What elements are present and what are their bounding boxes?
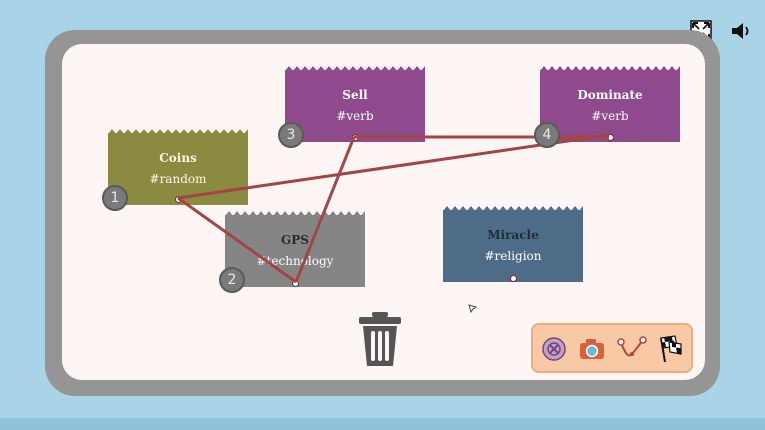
link-anchor[interactable] xyxy=(352,134,359,141)
sound-button[interactable] xyxy=(729,18,755,44)
card-torn-edge xyxy=(540,66,680,71)
card-word: Sell xyxy=(342,88,368,102)
card-torn-edge xyxy=(443,206,583,211)
card-word: Coins xyxy=(159,151,197,165)
card-word: Miracle xyxy=(487,228,539,242)
card-tag: #random xyxy=(149,172,207,186)
sequence-badge-1: 1 xyxy=(102,185,128,211)
card-tag: #verb xyxy=(336,109,374,123)
speaker-icon xyxy=(732,23,749,39)
connect-icon xyxy=(617,336,647,357)
link-anchor[interactable] xyxy=(607,134,614,141)
card-torn-edge xyxy=(285,66,425,71)
bottom-strip xyxy=(0,418,765,430)
card-tag: #technology xyxy=(256,254,334,268)
card-coins[interactable]: Coins #random xyxy=(108,129,248,205)
sequence-badge-4: 4 xyxy=(534,122,560,148)
finish-flag-icon xyxy=(660,335,682,363)
camera-icon xyxy=(580,339,604,359)
connect-button[interactable] xyxy=(617,334,647,364)
finish-button[interactable] xyxy=(655,334,685,364)
reset-button[interactable] xyxy=(539,334,569,364)
card-torn-edge xyxy=(108,129,248,134)
card-dominate[interactable]: Dominate #verb xyxy=(540,66,680,142)
reset-icon xyxy=(542,337,566,361)
card-word: Dominate xyxy=(577,88,643,102)
card-miracle[interactable]: Miracle #religion xyxy=(443,206,583,282)
sequence-badge-3: 3 xyxy=(278,122,304,148)
screenshot-button[interactable] xyxy=(577,334,607,364)
card-tag: #verb xyxy=(591,109,629,123)
link-anchor[interactable] xyxy=(175,196,182,203)
sequence-badge-2: 2 xyxy=(219,267,245,293)
trash-can-button[interactable] xyxy=(356,310,404,368)
pointer-icon xyxy=(468,304,478,314)
card-word: GPS xyxy=(281,233,309,247)
card-tag: #religion xyxy=(484,249,542,263)
card-sell[interactable]: Sell #verb xyxy=(285,66,425,142)
link-anchor[interactable] xyxy=(510,275,517,282)
trash-can-icon xyxy=(359,312,401,366)
link-anchor[interactable] xyxy=(292,280,299,287)
toolbar xyxy=(531,323,693,373)
card-torn-edge xyxy=(225,211,365,216)
card-gps[interactable]: GPS #technology xyxy=(225,211,365,287)
